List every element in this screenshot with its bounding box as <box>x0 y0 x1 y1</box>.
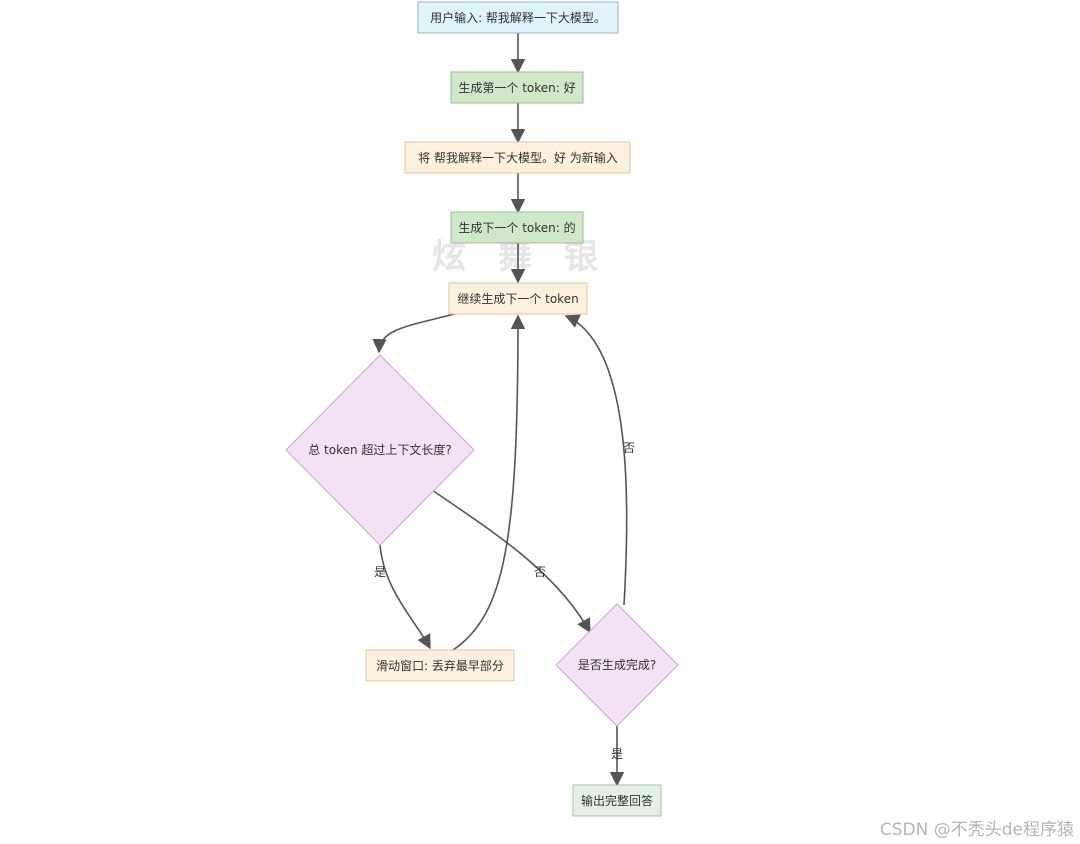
node-exceed-check-label: 总 token 超过上下文长度? <box>308 442 452 457</box>
node-output-label: 输出完整回答 <box>581 793 653 808</box>
edge-done-no-to-continue <box>564 314 628 606</box>
node-sliding-window: 滑动窗口: 丢弃最早部分 <box>365 649 515 682</box>
edge-sliding-window-to-continue <box>452 314 526 651</box>
node-continue-label: 继续生成下一个 token <box>457 292 578 306</box>
node-continue: 继续生成下一个 token <box>448 282 588 315</box>
edge-label-done-no: 否 <box>623 441 635 455</box>
edge-continue-to-exceed-check <box>372 312 459 354</box>
node-sliding-window-label: 滑动窗口: 丢弃最早部分 <box>376 658 504 673</box>
edge-label-done-yes: 是 <box>611 747 623 761</box>
node-first-token: 生成第一个 token: 好 <box>450 71 584 104</box>
edge-label-exceed-no: 否 <box>534 565 546 579</box>
node-exceed-check: 总 token 超过上下文长度? <box>285 354 475 546</box>
node-user-input: 用户输入: 帮我解释一下大模型。 <box>417 1 619 34</box>
node-user-input-label: 用户输入: 帮我解释一下大模型。 <box>430 10 606 25</box>
edge-exceed-yes-to-sliding-window <box>379 544 431 650</box>
node-next-token: 生成下一个 token: 的 <box>450 211 584 244</box>
node-output: 输出完整回答 <box>572 784 662 817</box>
node-new-input-label: 将 帮我解释一下大模型。好 为新输入 <box>418 150 618 165</box>
edge-label-exceed-yes: 是 <box>374 565 386 579</box>
credit-watermark: CSDN @不秃头de程序猿 <box>879 820 1074 840</box>
node-done-check-label: 是否生成完成? <box>578 657 656 672</box>
node-new-input: 将 帮我解释一下大模型。好 为新输入 <box>404 141 631 174</box>
node-done-check: 是否生成完成? <box>555 603 679 727</box>
node-first-token-label: 生成第一个 token: 好 <box>458 81 575 95</box>
edge-exceed-no-to-done-check <box>431 489 591 634</box>
node-next-token-label: 生成下一个 token: 的 <box>458 220 575 235</box>
